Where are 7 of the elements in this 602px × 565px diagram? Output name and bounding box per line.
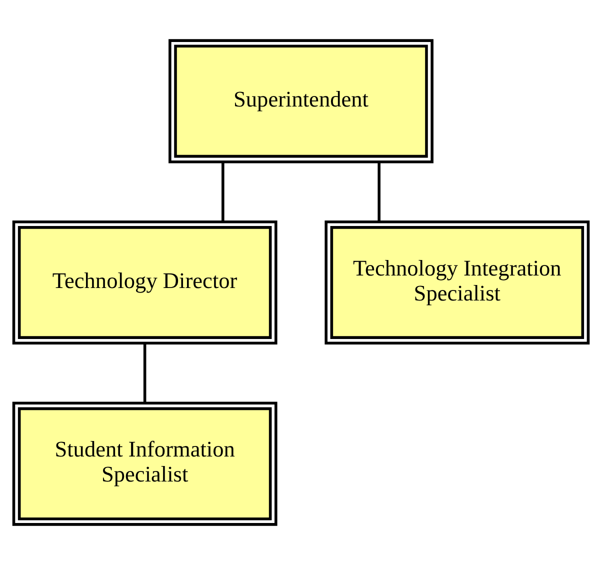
connector [378,162,380,222]
node-box: Superintendent [168,39,434,164]
connector [143,343,146,403]
node-box: Technology Director [12,220,278,345]
node-box: Technology Integration Specialist [324,220,590,345]
connector [222,162,224,222]
node-box: Student Information Specialist [12,402,278,526]
